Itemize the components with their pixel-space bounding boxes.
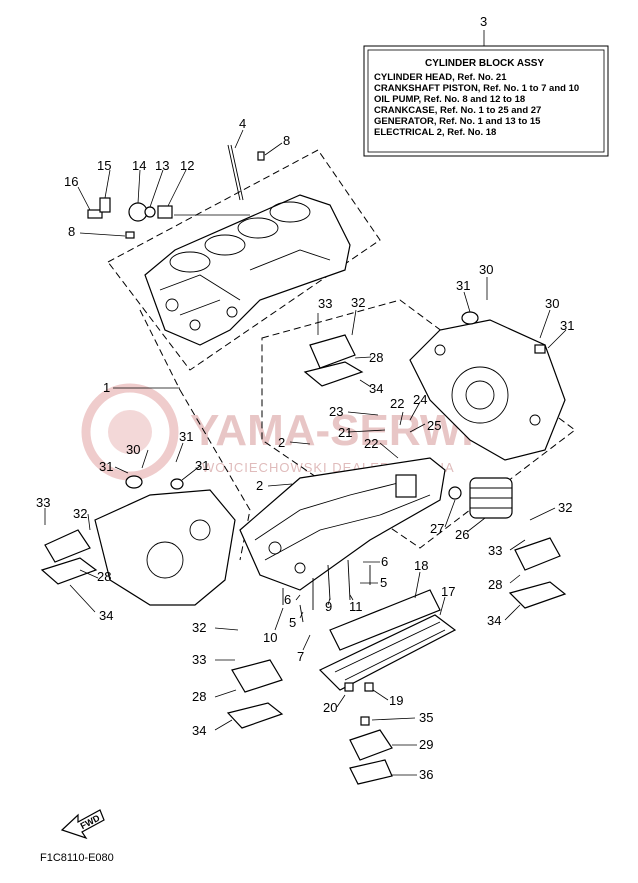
callout-32-left: 32 xyxy=(73,506,87,521)
callout-31-right: 31 xyxy=(560,318,574,333)
callout-27: 27 xyxy=(430,521,444,536)
cylinder-block-upper xyxy=(144,144,351,346)
callout-8-lower: 8 xyxy=(68,224,75,239)
callout-21: 21 xyxy=(338,425,352,440)
assy-line-2: CRANKSHAFT PISTON, Ref. No. 1 to 7 and 1… xyxy=(374,83,579,94)
assy-line-3: OIL PUMP, Ref. No. 8 and 12 to 18 xyxy=(374,94,525,105)
callout-28-left: 28 xyxy=(97,569,111,584)
callout-2-lower: 2 xyxy=(256,478,263,493)
callout-28-bottom: 28 xyxy=(192,689,206,704)
callout-22-lower: 22 xyxy=(364,436,378,451)
callout-31-left-b: 31 xyxy=(195,458,209,473)
callout-5: 5 xyxy=(380,575,387,590)
assy-line-5: GENERATOR, Ref. No. 1 and 13 to 15 xyxy=(374,116,541,127)
callout-33-bottom: 33 xyxy=(192,652,206,667)
assy-title: CYLINDER BLOCK ASSY xyxy=(425,58,544,69)
callout-30-left-b: 31 xyxy=(179,429,193,444)
oil-strainer-and-pan xyxy=(318,589,457,691)
callout-22: 22 xyxy=(390,396,404,411)
callout-31: 31 xyxy=(456,278,470,293)
callout-6-lower: 6 xyxy=(284,592,291,607)
callout-9: 9 xyxy=(325,599,332,614)
callout-32: 32 xyxy=(351,295,365,310)
callout-7: 7 xyxy=(297,649,304,664)
assy-ref-number: 3 xyxy=(480,14,487,29)
callout-6: 6 xyxy=(381,554,388,569)
callout-26: 26 xyxy=(455,527,469,542)
callout-30-left: 30 xyxy=(126,442,140,457)
callout-28: 28 xyxy=(369,350,383,365)
callout-1: 1 xyxy=(103,380,110,395)
callout-25: 25 xyxy=(427,418,441,433)
callout-30: 30 xyxy=(479,262,493,277)
callout-24: 24 xyxy=(413,392,427,407)
callout-33-left: 33 xyxy=(36,495,50,510)
watermark-logo-inner xyxy=(108,410,152,454)
callout-10: 10 xyxy=(263,630,277,645)
callout-30-right: 30 xyxy=(545,296,559,311)
crankcase-lower xyxy=(239,457,513,591)
generator-cover xyxy=(409,311,566,461)
callout-11: 11 xyxy=(349,599,363,614)
callout-34-bottom: 34 xyxy=(192,723,206,738)
crankcase-cover-left xyxy=(94,475,236,606)
assy-line-6: ELECTRICAL 2, Ref. No. 18 xyxy=(374,127,496,138)
callout-29: 29 xyxy=(419,737,433,752)
callout-35: 35 xyxy=(419,710,433,725)
callout-4: 4 xyxy=(239,116,246,131)
cover-plates-and-gaskets xyxy=(40,334,567,729)
oil-pump-small-parts xyxy=(87,151,265,239)
callout-8: 8 xyxy=(283,133,290,148)
callout-13: 13 xyxy=(155,158,169,173)
callout-numbers: 4 8 15 14 13 12 16 8 30 31 33 32 30 31 2… xyxy=(36,116,574,782)
assy-reference-box: 3 CYLINDER BLOCK ASSY CYLINDER HEAD, Ref… xyxy=(363,14,609,157)
callout-20: 20 xyxy=(323,700,337,715)
callout-33: 33 xyxy=(318,296,332,311)
callout-31-left: 31 xyxy=(99,459,113,474)
assy-line-1: CYLINDER HEAD, Ref. No. 21 xyxy=(374,72,507,83)
diagram-code: F1C8110-E080 xyxy=(40,852,114,864)
callout-23: 23 xyxy=(329,404,343,419)
callout-33-right: 33 xyxy=(488,543,502,558)
fwd-arrow-icon: FWD xyxy=(60,809,105,840)
callout-36: 36 xyxy=(419,767,433,782)
callout-32-bottom: 32 xyxy=(192,620,206,635)
callout-34-right: 34 xyxy=(487,613,501,628)
callout-5-lower: 5 xyxy=(289,615,296,630)
callout-2: 2 xyxy=(278,435,285,450)
callout-14: 14 xyxy=(132,158,146,173)
callout-32-right: 32 xyxy=(558,500,572,515)
callout-17: 17 xyxy=(441,584,455,599)
callout-34-left: 34 xyxy=(99,608,113,623)
bolts xyxy=(282,559,393,785)
assembly-dashed-outlines xyxy=(107,149,576,561)
callout-28-right: 28 xyxy=(488,577,502,592)
callout-16: 16 xyxy=(64,174,78,189)
callout-18: 18 xyxy=(414,558,428,573)
leader-lines xyxy=(44,129,567,776)
callout-15: 15 xyxy=(97,158,111,173)
callout-34: 34 xyxy=(369,381,383,396)
callout-12: 12 xyxy=(180,158,194,173)
assy-line-4: CRANKCASE, Ref. No. 1 to 25 and 27 xyxy=(374,105,541,116)
callout-19: 19 xyxy=(389,693,403,708)
